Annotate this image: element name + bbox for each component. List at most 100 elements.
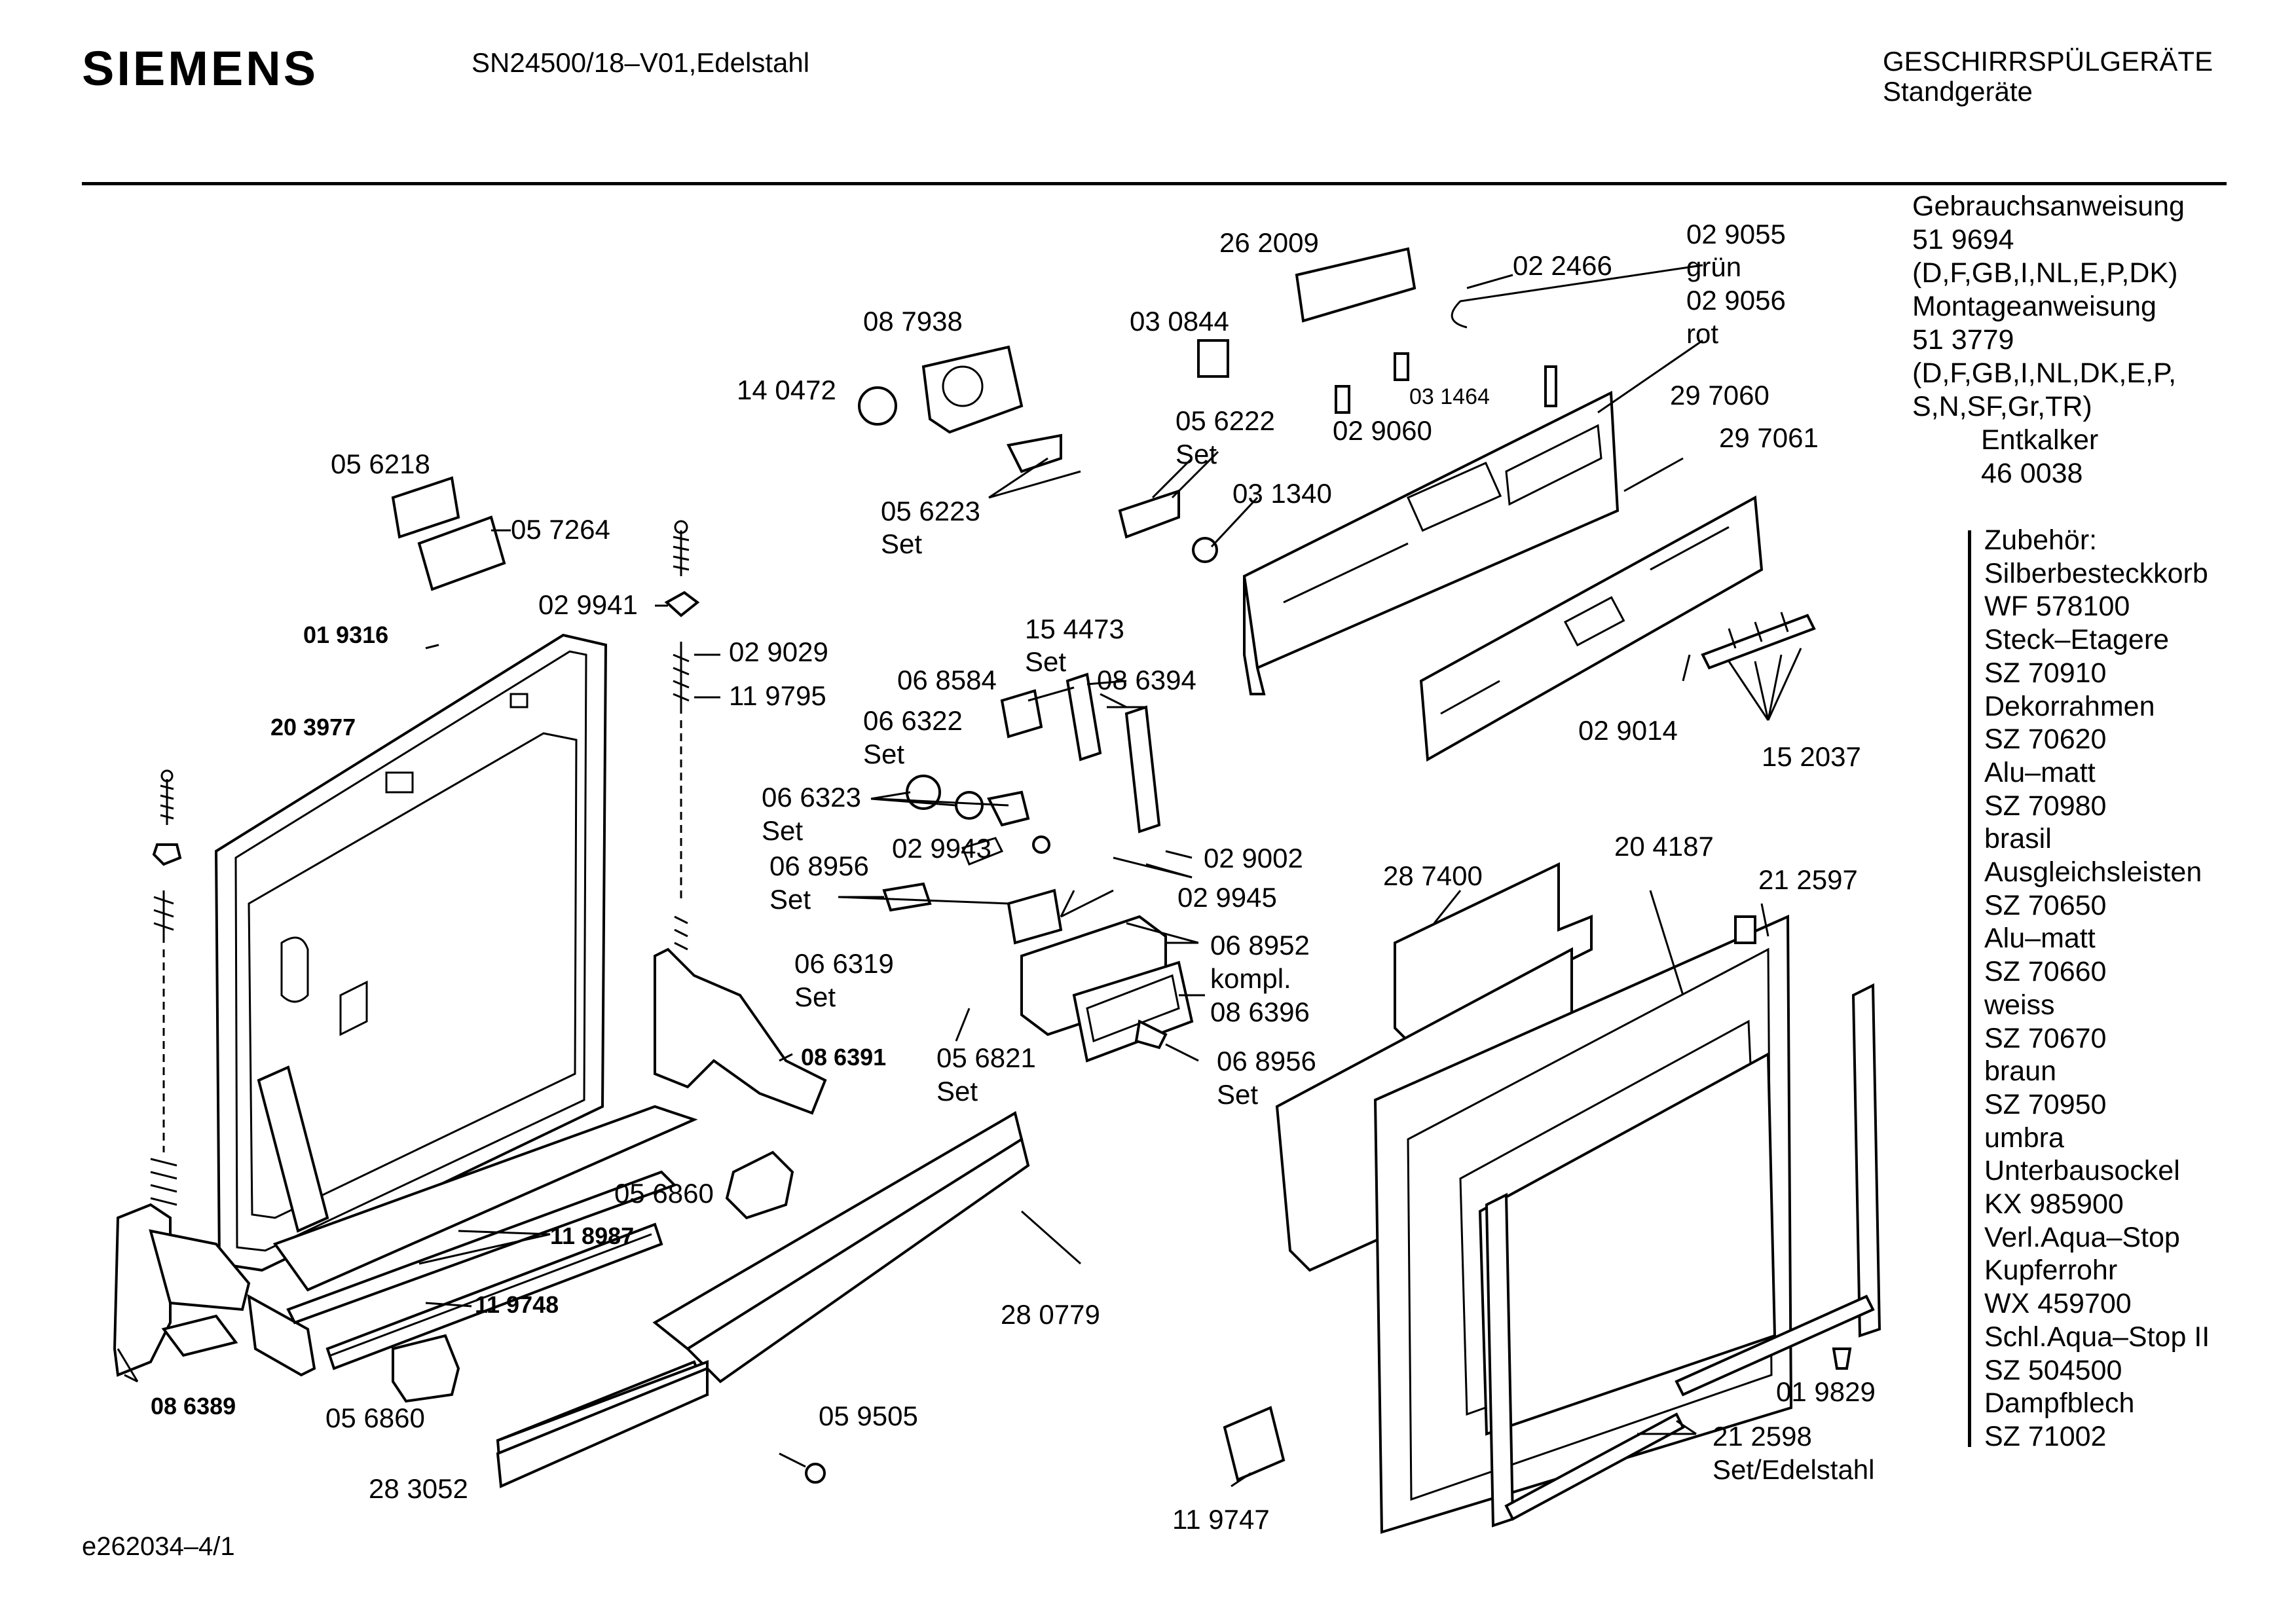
- accessory-line: Kupferrohr: [1984, 1255, 2118, 1287]
- label-154473-set: Set: [1025, 646, 1066, 677]
- label-029943: 02 9943: [892, 833, 991, 864]
- bottom-rail: [496, 1366, 709, 1488]
- label-203977: 20 3977: [270, 714, 356, 741]
- label-066323-set: Set: [762, 815, 803, 846]
- label-119748: 11 9748: [475, 1291, 559, 1318]
- label-056218: 05 6218: [331, 449, 430, 479]
- accessories-heading: Zubehör:: [1984, 524, 2098, 556]
- label-068952: 06 8952: [1210, 930, 1310, 961]
- label-066322: 06 6322: [863, 705, 963, 736]
- label-031464: 03 1464: [1409, 384, 1490, 409]
- document-line: Entkalker: [1981, 424, 2099, 456]
- label-262009: 26 2009: [1219, 227, 1319, 258]
- part-030844: [1197, 339, 1229, 378]
- door-hinge: [113, 1203, 316, 1377]
- foot-upper: [725, 1150, 794, 1220]
- accessory-line: SZ 70660: [1984, 956, 2107, 988]
- label-068956b: 06 8956: [1217, 1046, 1316, 1076]
- label-019316: 01 9316: [303, 621, 388, 648]
- label-029941: 02 9941: [538, 589, 638, 620]
- accessory-line: Silberbesteckkorb: [1984, 557, 2208, 589]
- label-rot: rot: [1686, 318, 1718, 349]
- label-280779: 28 0779: [1001, 1299, 1100, 1330]
- label-029060: 02 9060: [1333, 415, 1432, 446]
- door-bottom-rails: [272, 1105, 698, 1370]
- leader-lines: [117, 274, 1802, 1488]
- foot-lower: [392, 1334, 460, 1403]
- bracket-086394: [1124, 705, 1161, 833]
- accessories-divider: [1968, 530, 1971, 1447]
- timer-unit: [858, 345, 1062, 473]
- document-line: Montageanweisung: [1912, 291, 2157, 322]
- label-029014: 02 9014: [1578, 715, 1678, 746]
- bracket-056222: [1118, 489, 1180, 539]
- label-066323: 06 6323: [762, 782, 861, 813]
- label-kompl: kompl.: [1210, 963, 1291, 994]
- category-title: GESCHIRRSPÜLGERÄTE: [1883, 46, 2213, 77]
- accessory-line: SZ 71002: [1984, 1420, 2107, 1452]
- buttons-set: [1701, 612, 1816, 670]
- hinge-bracket-right: [654, 947, 827, 1115]
- label-056223: 05 6223: [881, 496, 980, 526]
- label-154473: 15 4473: [1025, 614, 1124, 644]
- cable: [1451, 264, 1703, 329]
- label-140472: 14 0472: [737, 375, 836, 405]
- label-019829: 01 9829: [1776, 1376, 1876, 1407]
- switch-block: [1295, 247, 1416, 323]
- label-059505: 05 9505: [819, 1401, 918, 1431]
- label-212597: 21 2597: [1758, 864, 1858, 895]
- document-line: 46 0038: [1981, 458, 2083, 489]
- accessory-line: SZ 70950: [1984, 1088, 2107, 1120]
- label-212598-set: Set/Edelstahl: [1713, 1454, 1875, 1485]
- document-line: 51 9694: [1912, 224, 2014, 255]
- label-029945: 02 9945: [1177, 882, 1277, 913]
- accessory-line: Steck–Etagere: [1984, 624, 2170, 656]
- label-086394: 08 6394: [1097, 665, 1196, 695]
- label-029029: 02 9029: [729, 636, 828, 667]
- accessory-line: SZ 504500: [1984, 1354, 2122, 1386]
- document-line: (D,F,GB,I,NL,E,P,DK): [1912, 257, 2178, 289]
- fascia-panel: [1419, 495, 1764, 762]
- accessory-line: Unterbausockel: [1984, 1155, 2180, 1187]
- accessory-line: umbra: [1984, 1122, 2064, 1154]
- label-031340: 03 1340: [1232, 478, 1332, 509]
- dispenser-assembly: [882, 775, 1194, 1063]
- accessory-line: KX 985900: [1984, 1188, 2124, 1220]
- document-line: (D,F,GB,I,NL,DK,E,P,: [1912, 357, 2177, 389]
- screw: [779, 1452, 826, 1484]
- accessory-line: SZ 70910: [1984, 657, 2107, 689]
- label-066322-set: Set: [863, 739, 904, 769]
- label-030844: 03 0844: [1130, 306, 1229, 337]
- accessory-line: Dekorrahmen: [1984, 690, 2155, 722]
- document-line: S,N,SF,Gr,TR): [1912, 391, 2092, 422]
- label-204187: 20 4187: [1614, 831, 1714, 862]
- label-068956a-set: Set: [769, 884, 811, 915]
- door-latch: [391, 476, 506, 591]
- accessory-line: Alu–matt: [1984, 923, 2096, 955]
- label-056860b: 05 6860: [325, 1402, 425, 1433]
- label-297061: 29 7061: [1719, 422, 1819, 453]
- label-056821: 05 6821: [936, 1042, 1036, 1073]
- drawing-id: e262034–4/1: [82, 1532, 235, 1561]
- accessory-line: SZ 70670: [1984, 1022, 2107, 1054]
- label-287400: 28 7400: [1383, 860, 1483, 891]
- right-spring-assembly: [664, 520, 700, 951]
- label-029055: 02 9055: [1686, 219, 1786, 249]
- model-number: SN24500/18–V01,Edelstahl: [472, 47, 810, 78]
- part-119747: [1223, 1406, 1286, 1482]
- document-line: Gebrauchsanweisung: [1912, 191, 2185, 222]
- label-119795: 11 9795: [729, 680, 826, 711]
- label-086391: 08 6391: [801, 1044, 886, 1071]
- label-068956a: 06 8956: [769, 851, 869, 881]
- part-019829: [1832, 1347, 1852, 1370]
- trim-strips: [1485, 983, 1881, 1528]
- label-086389: 08 6389: [151, 1393, 236, 1420]
- accessory-line: weiss: [1984, 989, 2055, 1021]
- accessory-line: WF 578100: [1984, 591, 2130, 623]
- label-056222: 05 6222: [1176, 405, 1275, 436]
- label-057264: 05 7264: [511, 514, 610, 545]
- accessory-line: Schl.Aqua–Stop II: [1984, 1321, 2210, 1353]
- label-029002: 02 9002: [1204, 843, 1303, 873]
- document-line: 51 3779: [1912, 324, 2014, 356]
